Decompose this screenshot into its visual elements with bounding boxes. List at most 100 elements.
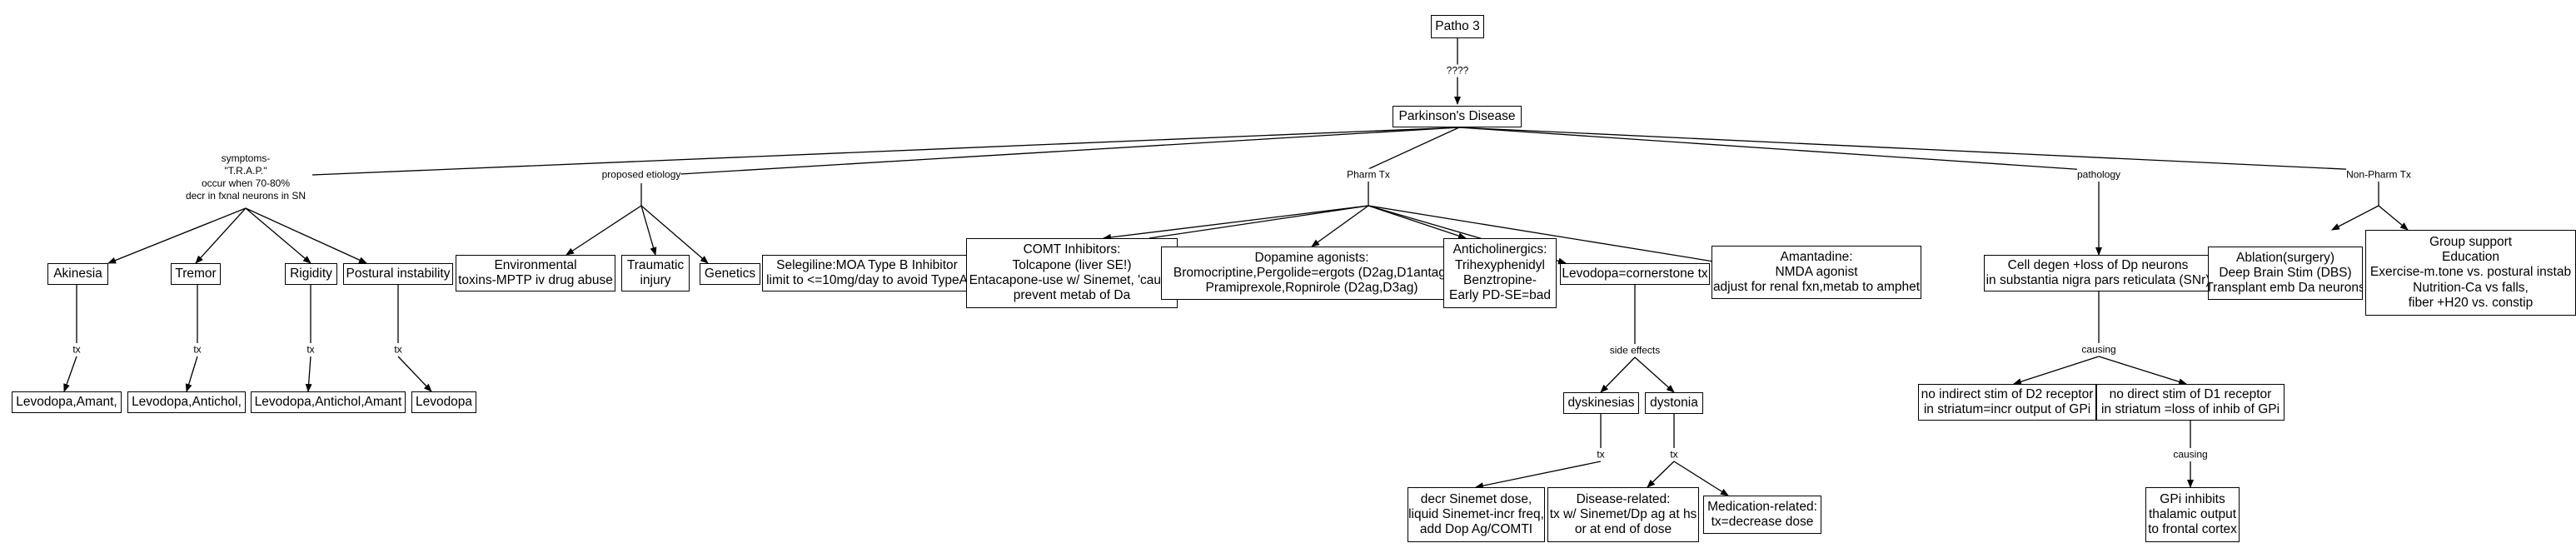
text-line: Benztropine- bbox=[1463, 273, 1537, 287]
connector-line-4 bbox=[1368, 127, 1460, 170]
text-line: tx bbox=[394, 343, 402, 356]
text-line: tx bbox=[1597, 448, 1605, 461]
connector-line-32 bbox=[1634, 356, 1675, 393]
connector-line-25 bbox=[185, 356, 198, 392]
text-line: adjust for renal fxn,metab to amphet bbox=[1712, 280, 1921, 295]
text-line: decr Sinemet dose, bbox=[1420, 491, 1532, 506]
connector-line-37 bbox=[1673, 461, 1729, 496]
text-line: Trihexyphenidyl bbox=[1455, 257, 1545, 272]
text-line: tx=decrease dose bbox=[1711, 515, 1814, 529]
edge-label-tx-postural: tx bbox=[394, 343, 402, 356]
topic-node-rigidity[interactable]: Rigidity bbox=[285, 263, 337, 285]
text-line: add Dop Ag/COMTI bbox=[1419, 522, 1533, 537]
text-line: injury bbox=[640, 273, 671, 287]
text-line: Amantadine: bbox=[1780, 249, 1853, 264]
text-line: Ablation(surgery) bbox=[2235, 250, 2335, 265]
edge-label-tx-tremor: tx bbox=[193, 343, 202, 356]
text-line: Non-Pharm Tx bbox=[2346, 168, 2411, 181]
text-line: GPi inhibits bbox=[2160, 491, 2225, 506]
connector-line-14 bbox=[640, 205, 709, 264]
topic-node-medication-related[interactable]: Medication-related:tx=decrease dose bbox=[1703, 496, 1821, 534]
text-line: side effects bbox=[1609, 344, 1661, 356]
text-line: ???? bbox=[1446, 64, 1469, 77]
text-line: Akinesia bbox=[53, 266, 102, 281]
topic-node-rx-rigidity[interactable]: Levodopa,Antichol,Amant bbox=[251, 391, 406, 413]
topic-node-levodopa[interactable]: Levodopa=cornerstone tx bbox=[1560, 263, 1710, 285]
text-line: Group support bbox=[2429, 234, 2513, 249]
text-line: liquid Sinemet-incr freq, bbox=[1408, 506, 1544, 521]
text-line: tx w/ Sinemet/Dp ag at hs bbox=[1549, 506, 1697, 521]
text-line: Early PD-SE=bad bbox=[1449, 288, 1551, 303]
connector-line-2 bbox=[311, 127, 1460, 176]
text-line: Parkinson's Disease bbox=[1398, 108, 1516, 123]
text-line: Patho 3 bbox=[1435, 18, 1480, 33]
text-line: in substantia nigra pars reticulata (SNr… bbox=[1986, 273, 2210, 287]
topic-node-dyskinesias[interactable]: dyskinesias bbox=[1563, 392, 1639, 414]
edge-label-pharm-tx: Pharm Tx bbox=[1347, 168, 1390, 182]
connector-line-29 bbox=[397, 356, 432, 392]
text-line: tx bbox=[306, 343, 315, 356]
text-line: tx bbox=[193, 343, 202, 356]
text-line: Transplant emb Da neurons bbox=[2208, 281, 2363, 296]
text-line: Anticholinergics: bbox=[1452, 242, 1547, 257]
connector-line-34 bbox=[1475, 461, 1602, 490]
connector-line-27 bbox=[305, 356, 312, 392]
text-line: Nutrition-Ca vs falls, bbox=[2413, 280, 2529, 295]
text-line: symptoms- bbox=[221, 152, 271, 164]
text-line: Education bbox=[2442, 250, 2499, 265]
text-line: occur when 70-80% bbox=[201, 177, 291, 189]
text-line: in striatum =loss of inhib of GPi bbox=[2100, 402, 2280, 416]
connector-line-18 bbox=[1368, 205, 1467, 239]
edge-label-proposed-etiology: proposed etiology bbox=[601, 168, 681, 182]
text-line: Traumatic bbox=[626, 257, 685, 272]
topic-node-disease-related[interactable]: Disease-related:tx w/ Sinemet/Dp ag at h… bbox=[1547, 487, 1699, 542]
edge-label-causing-1: causing bbox=[2081, 343, 2116, 356]
topic-node-patho3[interactable]: Patho 3 bbox=[1431, 15, 1484, 38]
connector-line-8 bbox=[195, 207, 247, 264]
text-line: in striatum=incr output of GPi bbox=[1923, 402, 2091, 416]
connector-line-46 bbox=[2378, 205, 2409, 231]
topic-node-tremor[interactable]: Tremor bbox=[171, 263, 221, 285]
topic-node-ablation[interactable]: Ablation(surgery)Deep Brain Stim (DBS)Tr… bbox=[2208, 247, 2363, 300]
topic-node-decr-sinemet[interactable]: decr Sinemet dose,liquid Sinemet-incr fr… bbox=[1408, 487, 1545, 542]
text-line: Bromocriptine,Pergolide=ergots (D2ag,D1a… bbox=[1173, 265, 1451, 280]
topic-node-rx-tremor[interactable]: Levodopa,Antichol, bbox=[127, 391, 246, 413]
topic-node-rx-postural[interactable]: Levodopa bbox=[411, 391, 476, 413]
text-line: Tremor bbox=[175, 266, 217, 281]
topic-node-postural[interactable]: Postural instability bbox=[343, 263, 453, 285]
edge-label-tx-akinesia: tx bbox=[72, 343, 81, 356]
text-line: or at end of dose bbox=[1574, 522, 1672, 537]
text-line: tx bbox=[72, 343, 81, 356]
topic-node-genetics[interactable]: Genetics bbox=[700, 263, 760, 285]
connector-line-20 bbox=[1368, 205, 1725, 266]
text-line: fiber +H20 vs. constip bbox=[2408, 295, 2534, 310]
connector-line-12 bbox=[566, 205, 642, 256]
topic-node-dystonia[interactable]: dystonia bbox=[1645, 392, 1703, 414]
text-line: COMT Inhibitors: bbox=[1023, 242, 1121, 257]
topic-node-comt[interactable]: COMT Inhibitors:Tolcapone (liver SE!)Ent… bbox=[966, 238, 1178, 308]
text-line: Rigidity bbox=[290, 266, 332, 281]
edge-label-non-pharm-tx: Non-Pharm Tx bbox=[2346, 168, 2411, 182]
topic-node-dopamine-agonists[interactable]: Dopamine agonists:Bromocriptine,Pergolid… bbox=[1161, 247, 1462, 300]
connector-line-45 bbox=[2331, 205, 2379, 231]
text-line: no indirect stim of D2 receptor bbox=[1921, 386, 2094, 401]
text-line: "T.R.A.P." bbox=[224, 165, 267, 177]
text-line: Genetics bbox=[704, 266, 756, 281]
topic-node-rx-akinesia[interactable]: Levodopa,Amant, bbox=[12, 391, 122, 413]
topic-node-parkinsons[interactable]: Parkinson's Disease bbox=[1393, 106, 1522, 127]
topic-node-akinesia[interactable]: Akinesia bbox=[47, 263, 108, 285]
text-line: limit to <=10mg/day to avoid TypeA bbox=[766, 273, 968, 287]
connector-line-36 bbox=[1647, 461, 1675, 488]
